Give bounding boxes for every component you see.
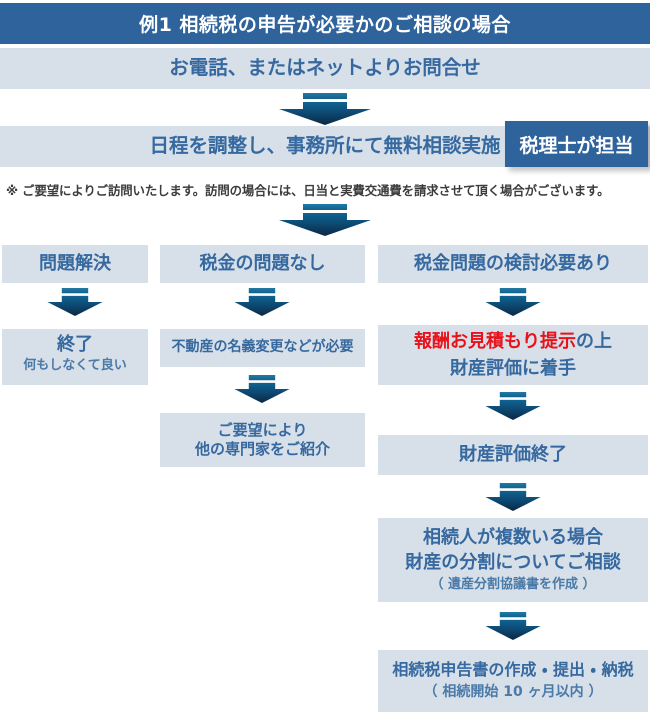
down-arrow-icon [232,288,292,316]
branch-head-right-label: 税金問題の検討必要あり [414,253,612,275]
down-arrow-icon [483,612,543,640]
valuation-done-label: 財産評価終了 [459,444,567,466]
step-label-contact: お電話、またはネットよりお問合せ [169,56,481,80]
division-line-1: 相続人が複数いる場合 [423,527,603,549]
branch-head-middle-label: 税金の問題なし [199,253,326,275]
page-title: 例1 相続税の申告が必要かのご相談の場合 [0,3,650,44]
down-arrow-icon [483,288,543,316]
down-arrow-icon [275,204,375,236]
filing-line-1: 相続税申告書の作成 ・ 提出 ・ 納税 [392,660,634,680]
estimate-highlight: 報酬お見積もり提示 [414,331,576,353]
branch-head-right: 税金問題の検討必要あり [378,245,648,283]
estimate-line-2: 財産評価に着手 [450,357,576,379]
result-left-main: 終了 [57,334,93,355]
branch-head-left: 問題解決 [2,245,148,283]
referral-line-1: ご要望により [217,420,308,439]
action-box-middle: 不動産の名義変更などが必要 [160,329,365,367]
footnote-visit-fee: ※ ご要望によりご訪問いたします。訪問の場合には、日当と実費交通費を請求させて頂… [6,183,610,198]
step-label-schedule: 日程を調整し、事務所にて無料相談実施 [149,134,501,158]
valuation-done-box: 財産評価終了 [378,435,648,475]
down-arrow-icon [483,392,543,420]
estimate-rest: の上 [576,331,612,353]
branch-head-left-label: 問題解決 [39,253,111,275]
step-box-contact: お電話、またはネットよりお問合せ [0,48,650,89]
division-box: 相続人が複数いる場合 財産の分割についてご相談 （ 遺産分割協議書を作成 ） [378,518,648,602]
division-line-2: 財産の分割についてご相談 [405,552,621,574]
result-box-left: 終了 何もしなくて良い [2,329,148,385]
down-arrow-icon [45,288,105,316]
down-arrow-icon [232,375,292,403]
referral-box-middle: ご要望により 他の専門家をご紹介 [160,413,365,467]
down-arrow-icon [275,93,375,125]
action-middle-label: 不動産の名義変更などが必要 [171,339,354,356]
estimate-line-1: 報酬お見積もり提示の上 [378,330,648,353]
division-line-3: （ 遺産分割協議書を作成 ） [430,577,596,593]
down-arrow-icon [483,483,543,511]
status-badge-tax-accountant: 税理士が担当 [505,121,648,167]
estimate-box-right: 報酬お見積もり提示の上 財産評価に着手 [378,325,648,385]
filing-box: 相続税申告書の作成 ・ 提出 ・ 納税 （ 相続開始 10 ヶ月以内 ） [378,650,648,712]
result-left-sub: 何もしなくて良い [23,358,127,374]
filing-line-2: （ 相続開始 10 ヶ月以内 ） [423,683,603,700]
referral-line-2: 他の専門家をご紹介 [194,440,330,458]
branch-head-middle: 税金の問題なし [160,245,365,283]
